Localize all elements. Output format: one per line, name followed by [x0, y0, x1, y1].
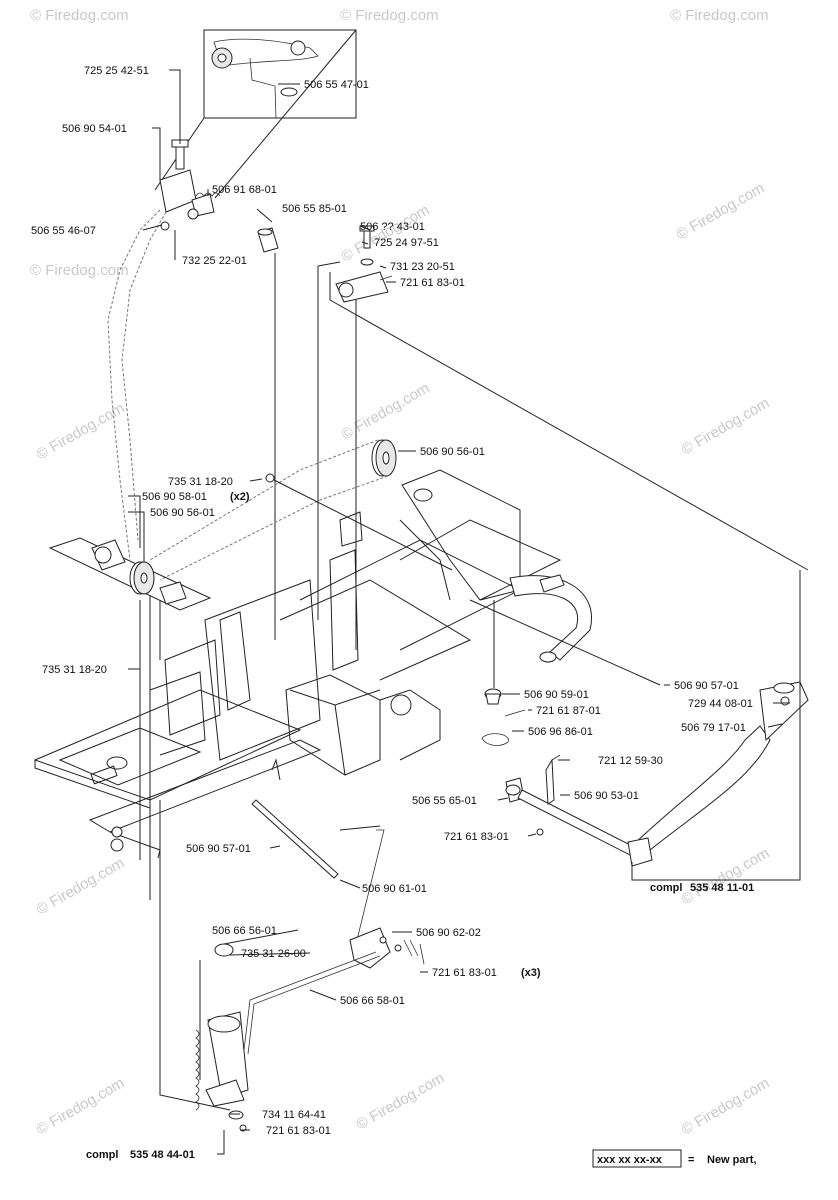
upper-bracket-assembly	[107, 139, 221, 561]
watermark: © Firedog.com	[679, 844, 773, 908]
part-number-label: 721 61 83-01	[400, 277, 465, 289]
nut-upper	[265, 473, 275, 483]
part-number-label: 506 90 59-01	[524, 689, 589, 701]
detail-inset	[154, 29, 357, 199]
watermark: © Firedog.com	[670, 7, 769, 24]
watermark: © Firedog.com	[339, 201, 433, 265]
part-number-label: 731 23 20-51	[390, 261, 455, 273]
part-number-label: 506 ?? 43-01	[360, 221, 425, 233]
lower-right-parts	[481, 600, 809, 867]
handle-bar	[509, 574, 592, 663]
legend-meaning: New part,	[707, 1154, 757, 1166]
watermark: © Firedog.com	[34, 854, 128, 918]
pivot-assembly	[317, 225, 809, 650]
leader-line	[273, 479, 453, 571]
watermark: © Firedog.com	[679, 394, 773, 458]
part-number-label: 725 24 97-51	[374, 237, 439, 249]
part-number-label: 506 90 62-02	[416, 927, 481, 939]
part-number-label: 721 61 83-01	[266, 1125, 331, 1137]
part-number-label: 506 90 57-01	[186, 843, 251, 855]
watermark: © Firedog.com	[679, 1074, 773, 1138]
legend: xxx xx xx-xx = New part,	[592, 1149, 757, 1168]
chassis-frame	[33, 469, 562, 859]
part-number-label: 721 61 83-01	[444, 831, 509, 843]
part-number-label: 506 66 56-01	[212, 925, 277, 937]
part-number-label: 734 11 64-41	[262, 1109, 326, 1121]
assembly-label: 535 48 11-01	[690, 882, 754, 894]
assembly-label: 535 48 44-01	[130, 1149, 195, 1161]
sleeve-part	[257, 227, 279, 640]
callout-labels: 725 25 42-51 506 55 47-01 506 90 54-01 5…	[31, 65, 754, 1161]
part-number-label: 506 90 53-01	[574, 790, 639, 802]
part-number-label: 721 61 83-01	[432, 967, 497, 979]
leader-lines	[128, 69, 790, 1155]
rod-lower	[251, 799, 339, 879]
part-number-label: 506 90 61-01	[362, 883, 427, 895]
watermark: © Firedog.com	[30, 262, 129, 279]
quantity-label: (x3)	[521, 967, 541, 979]
legend-box-text: xxx xx xx-xx	[597, 1154, 663, 1166]
assembly-label: compl	[86, 1149, 118, 1161]
assembly-outlines	[139, 570, 801, 1111]
part-number-label: 506 55 46-07	[31, 225, 96, 237]
part-number-label: 506 66 58-01	[340, 995, 405, 1007]
watermark: © Firedog.com	[340, 7, 439, 24]
part-number-label: 735 31 18-20	[168, 476, 233, 488]
part-number-label: 725 25 42-51	[84, 65, 149, 77]
pedal-link	[349, 829, 425, 969]
watermark: © Firedog.com	[34, 1074, 128, 1138]
pulley-upper	[149, 439, 397, 581]
rod-right	[469, 599, 661, 686]
part-number-label: 506 90 57-01	[674, 680, 739, 692]
part-number-label: 506 79 17-01	[681, 722, 746, 734]
part-number-label: 729 44 08-01	[688, 698, 753, 710]
part-number-label: 721 61 87-01	[536, 705, 601, 717]
new-part-box	[592, 1149, 682, 1168]
part-number-label: 506 90 56-01	[150, 507, 215, 519]
watermark: © Firedog.com	[674, 179, 768, 243]
part-number-label: 506 55 65-01	[412, 795, 477, 807]
part-number-label: 506 91 68-01	[212, 184, 277, 196]
legend-equals: =	[688, 1154, 694, 1166]
part-number-label: 506 90 54-01	[62, 123, 127, 135]
part-number-label: 506 55 85-01	[282, 203, 347, 215]
part-number-label: 721 12 59-30	[598, 755, 663, 767]
part-number-label: 506 55 47-01	[304, 79, 369, 91]
watermark: © Firedog.com	[30, 7, 129, 24]
part-number-label: 506 90 58-01	[142, 491, 207, 503]
part-number-label: 735 31 18-20	[42, 664, 107, 676]
watermark: © Firedog.com	[339, 379, 433, 443]
assembly-label: compl	[650, 882, 682, 894]
quantity-label: (x2)	[230, 491, 250, 503]
long-rod	[243, 951, 381, 1055]
part-number-label: 506 90 56-01	[420, 446, 485, 458]
watermark: © Firedog.com	[34, 399, 128, 463]
pedal-assembly	[195, 943, 249, 1132]
left-roller-group	[48, 537, 212, 750]
part-number-label: 732 25 22-01	[182, 255, 247, 267]
part-number-label: 735 31 26-00	[241, 948, 306, 960]
part-number-label: 506 96 86-01	[528, 726, 593, 738]
watermark: © Firedog.com	[354, 1069, 448, 1133]
